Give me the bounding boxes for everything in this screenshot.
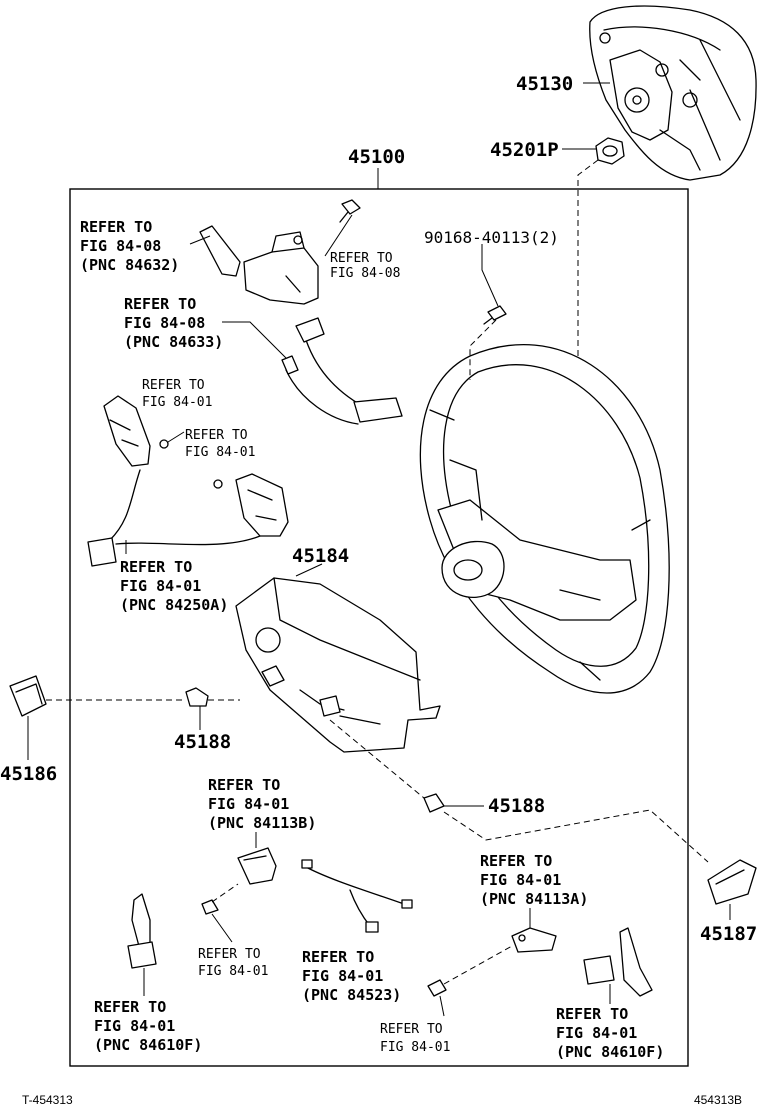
screw-90168[interactable] xyxy=(483,305,507,325)
refer-to-84523: REFER TO FIG 84-01 (PNC 84523) xyxy=(302,948,401,1004)
switch-84250a[interactable] xyxy=(87,395,289,567)
cap-45186[interactable] xyxy=(9,675,47,717)
screw-84113b[interactable] xyxy=(201,899,219,915)
nut-45201p[interactable] xyxy=(595,137,625,165)
refer-to-screw-left-1: REFER TO FIG 84-01 xyxy=(142,378,212,410)
airbag-module-45130[interactable] xyxy=(589,5,757,181)
label-45186: 45186 xyxy=(0,763,57,785)
label-90168: 90168-40113(2) xyxy=(424,228,559,247)
screw-45188-middle[interactable] xyxy=(423,793,445,813)
screw-left-2[interactable] xyxy=(213,479,223,489)
paddle-84610f-right[interactable] xyxy=(583,927,653,997)
refer-to-84250a: REFER TO FIG 84-01 (PNC 84250A) xyxy=(120,558,228,614)
refer-to-84632: REFER TO FIG 84-08 (PNC 84632) xyxy=(80,218,179,274)
footer-left-code: T-454313 xyxy=(22,1093,73,1107)
wire-84523[interactable] xyxy=(301,859,413,933)
screw-45188-left[interactable] xyxy=(185,687,209,707)
cap-45187[interactable] xyxy=(707,859,757,905)
refer-to-screw-84113b: REFER TO FIG 84-01 xyxy=(198,947,268,979)
label-45188-left: 45188 xyxy=(174,731,231,753)
steering-wheel[interactable] xyxy=(419,344,670,694)
paddle-84610f-left[interactable] xyxy=(127,893,157,969)
label-45130: 45130 xyxy=(516,73,573,95)
refer-to-84113b: REFER TO FIG 84-01 (PNC 84113B) xyxy=(208,776,316,832)
harness-84633[interactable] xyxy=(281,317,403,425)
switch-84632[interactable] xyxy=(199,225,319,305)
screw-top[interactable] xyxy=(339,199,361,223)
screw-left-1[interactable] xyxy=(159,439,169,449)
label-45187: 45187 xyxy=(700,923,757,945)
cover-45184[interactable] xyxy=(235,577,441,753)
refer-to-screw-84113a: REFER TO FIG 84-01 xyxy=(380,1022,450,1055)
label-45184: 45184 xyxy=(292,545,349,567)
label-45100: 45100 xyxy=(348,146,405,168)
refer-to-84610f-right: REFER TO FIG 84-01 (PNC 84610F) xyxy=(556,1005,664,1061)
label-45188-middle: 45188 xyxy=(488,795,545,817)
refer-to-84633: REFER TO FIG 84-08 (PNC 84633) xyxy=(124,295,223,351)
assembly-frame xyxy=(69,188,689,1067)
label-45201p: 45201P xyxy=(490,139,559,161)
refer-to-84113a: REFER TO FIG 84-01 (PNC 84113A) xyxy=(480,852,588,908)
refer-to-84610f-left: REFER TO FIG 84-01 (PNC 84610F) xyxy=(94,998,202,1054)
bracket-84113a[interactable] xyxy=(511,927,557,953)
connector-84113b[interactable] xyxy=(237,847,277,885)
screw-84113a[interactable] xyxy=(427,979,447,997)
refer-to-screw-left-2: REFER TO FIG 84-01 xyxy=(185,428,255,460)
refer-to-screw-top: REFER TO FIG 84-08 xyxy=(330,251,400,281)
footer-right-code: 454313B xyxy=(694,1093,742,1107)
